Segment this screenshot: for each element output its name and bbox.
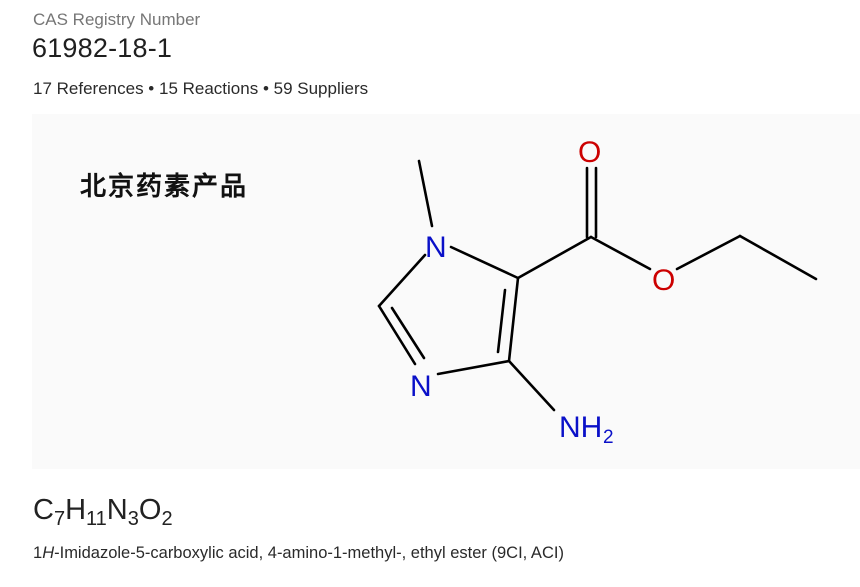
atom-n1: N xyxy=(425,231,447,264)
name-italic-h: H xyxy=(42,544,55,562)
formula-element: H xyxy=(65,494,87,526)
formula-count: 2 xyxy=(161,508,173,530)
atom-n3: N xyxy=(410,370,432,403)
cas-number: 61982-18-1 xyxy=(32,33,173,63)
chemical-name: 1H-Imidazole-5-carboxylic acid, 4-amino-… xyxy=(33,541,613,566)
stats-line: 17 References • 15 Reactions • 59 Suppli… xyxy=(33,79,368,99)
formula-count: 3 xyxy=(127,508,139,530)
formula-element: N xyxy=(106,494,128,526)
suppliers-link[interactable]: 59 Suppliers xyxy=(273,79,369,98)
name-prefix: 1 xyxy=(33,544,43,562)
references-link[interactable]: 17 References xyxy=(33,79,144,98)
formula-count: 11 xyxy=(86,508,107,530)
formula-element: C xyxy=(33,494,54,526)
watermark-text: 北京药素产品 xyxy=(80,172,249,202)
atom-o-carbonyl: O xyxy=(578,136,601,169)
chemical-structure-diagram: N N O O NH 2 xyxy=(377,136,818,448)
separator: • xyxy=(258,79,274,98)
atom-nh2-subscript: 2 xyxy=(603,427,614,448)
formula-count: 7 xyxy=(53,508,66,530)
formula-element: O xyxy=(138,494,162,526)
atom-nh2: NH xyxy=(559,411,602,444)
reactions-link[interactable]: 15 Reactions xyxy=(158,79,259,98)
name-rest: -Imidazole-5-carboxylic acid, 4-amino-1-… xyxy=(54,544,564,562)
cas-registry-label: CAS Registry Number xyxy=(33,10,201,29)
molecular-formula: C7H11N3O2 xyxy=(33,494,173,530)
structure-panel: 北京药素产品 xyxy=(32,114,860,469)
atom-o-ester: O xyxy=(652,264,675,297)
separator: • xyxy=(143,79,159,98)
